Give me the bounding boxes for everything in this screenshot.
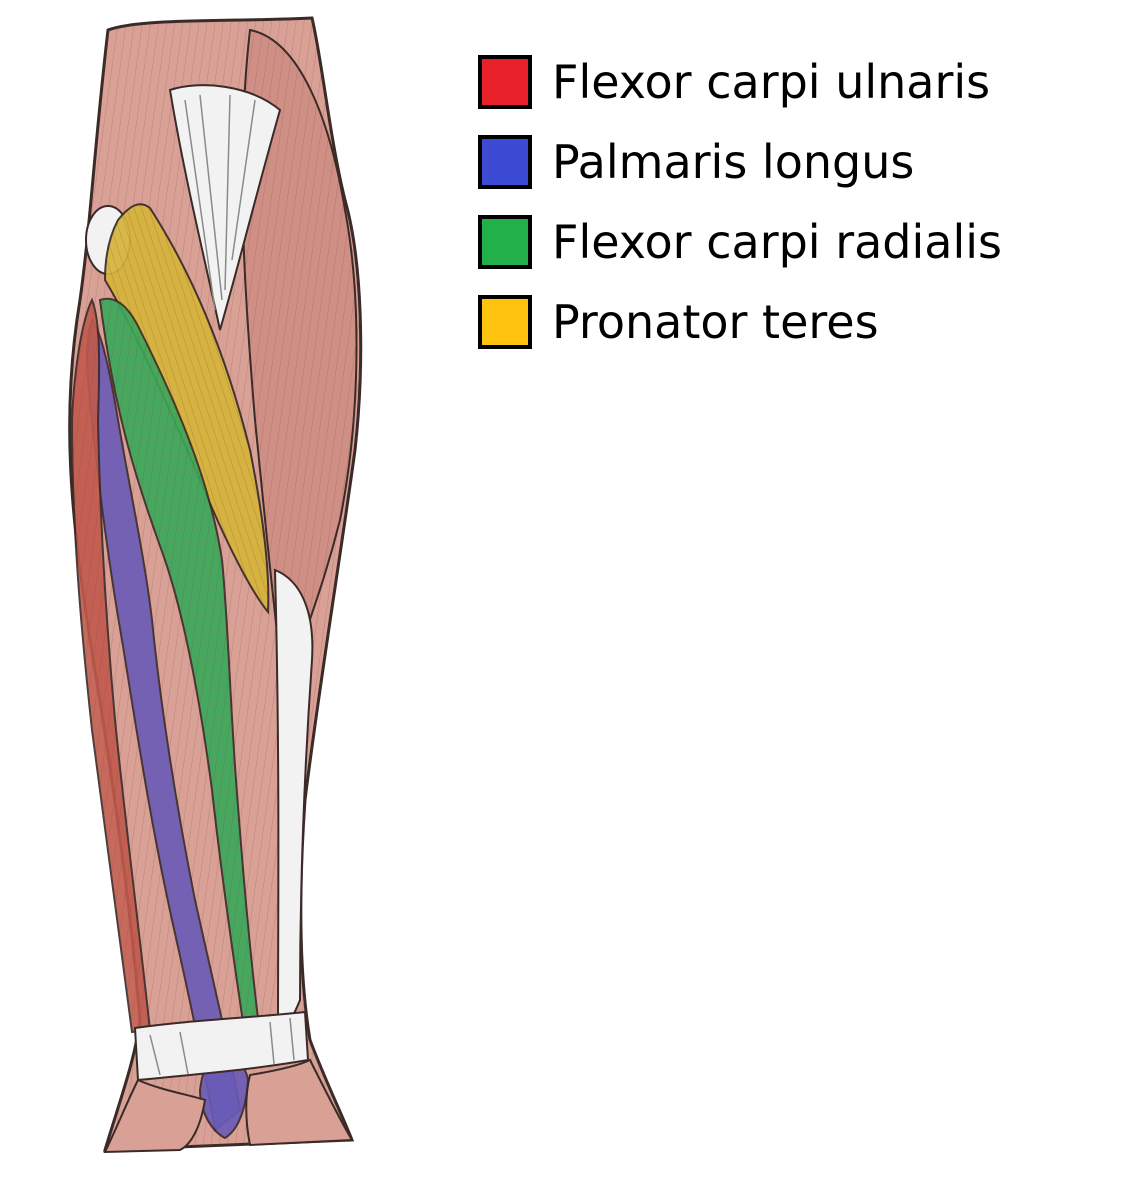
legend-item-flexor-carpi-radialis: Flexor carpi radialis [478, 202, 1002, 282]
legend: Flexor carpi ulnaris Palmaris longus Fle… [478, 42, 1002, 362]
hypothenar-base [103, 1078, 207, 1154]
legend-swatch-blue [478, 135, 532, 189]
legend-label: Flexor carpi ulnaris [552, 55, 991, 109]
legend-swatch-green [478, 215, 532, 269]
legend-label: Pronator teres [552, 295, 879, 349]
legend-swatch-red [478, 55, 532, 109]
legend-item-flexor-carpi-ulnaris: Flexor carpi ulnaris [478, 42, 1002, 122]
brachioradialis-tendon [273, 568, 314, 1032]
legend-label: Flexor carpi radialis [552, 215, 1003, 269]
legend-item-palmaris-longus: Palmaris longus [478, 122, 1002, 202]
legend-swatch-yellow [478, 295, 532, 349]
elbow-tendon [168, 84, 282, 331]
legend-label: Palmaris longus [552, 135, 915, 189]
thenar-base [245, 1058, 354, 1147]
legend-item-pronator-teres: Pronator teres [478, 282, 1002, 362]
